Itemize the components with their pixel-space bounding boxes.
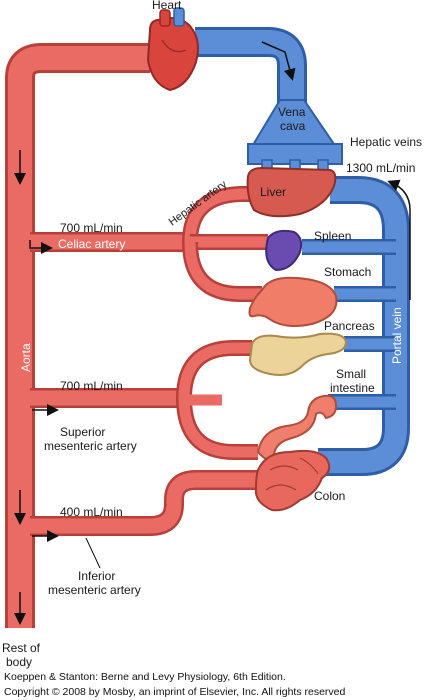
- label-sma-flow: 700 mL/min: [60, 379, 123, 393]
- spleen-organ: [265, 229, 303, 272]
- label-vena-cava-2: cava: [280, 119, 306, 133]
- label-small-intestine-1: Small: [336, 367, 366, 381]
- caption-citation: Koeppen & Stanton: Berne and Levy Physio…: [4, 671, 286, 683]
- venous-system: [195, 27, 411, 476]
- label-sma-2: mesenteric artery: [44, 439, 137, 453]
- label-liver: Liver: [260, 185, 286, 199]
- label-vena-cava-1: Vena: [278, 105, 306, 119]
- label-colon: Colon: [314, 489, 345, 503]
- caption-copyright: Copyright © 2008 by Mosby, an imprint of…: [4, 686, 346, 698]
- label-pancreas: Pancreas: [324, 319, 375, 333]
- heart-organ: [146, 7, 199, 92]
- flow-arrows: [14, 150, 101, 625]
- label-hepatic-veins: Hepatic veins: [350, 135, 422, 149]
- stomach-organ: [248, 276, 338, 327]
- label-stomach: Stomach: [324, 265, 371, 279]
- label-ima-2: mesenteric artery: [48, 583, 141, 597]
- label-hepatic-flow: 1300 mL/min: [346, 161, 415, 175]
- label-sma-1: Superior: [60, 425, 105, 439]
- arterial-system: [4, 43, 268, 628]
- small-intestine-organ: [256, 394, 338, 461]
- label-aorta: Aorta: [19, 343, 33, 372]
- label-small-intestine-2: intestine: [330, 381, 375, 395]
- label-heart: Heart: [152, 0, 182, 12]
- pancreas-organ: [248, 332, 348, 376]
- label-ima-1: Inferior: [78, 569, 115, 583]
- label-rest-of-body-1: Rest of: [2, 641, 41, 655]
- labels: Heart Vena cava Hepatic veins 1300 mL/mi…: [2, 0, 422, 669]
- label-celiac-artery: Celiac artery: [58, 237, 125, 251]
- label-spleen: Spleen: [314, 229, 351, 243]
- liver-organ: [246, 166, 337, 218]
- label-ima-flow: 400 mL/min: [60, 505, 123, 519]
- label-celiac-flow: 700 mL/min: [60, 221, 123, 235]
- label-rest-of-body-2: body: [6, 655, 32, 669]
- aorta: [4, 43, 150, 628]
- label-portal-vein: Portal vein: [390, 307, 404, 364]
